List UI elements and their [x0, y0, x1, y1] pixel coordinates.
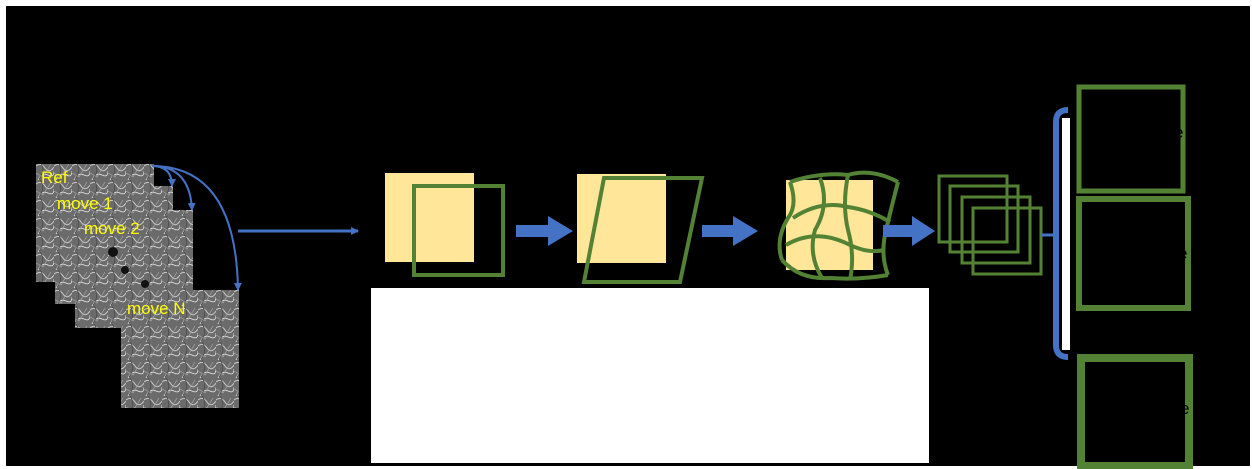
label-move-2: move 2: [84, 219, 140, 238]
output-square-2: [1076, 196, 1191, 311]
block-arrow-3: [883, 216, 935, 246]
image-stack: [36, 164, 239, 408]
registration-arrows: [151, 165, 242, 291]
label-move-1: move 1: [57, 194, 113, 213]
reference-square: [786, 180, 873, 270]
translated-square: [412, 184, 505, 277]
dark-spot: [141, 280, 149, 288]
label-move-n: move N: [127, 299, 186, 318]
right-label-3: e: [1180, 399, 1190, 418]
output-bracket: [1053, 107, 1069, 360]
output-square-3: [1077, 354, 1193, 469]
dark-spot: [108, 247, 118, 257]
frame-move-n: [121, 290, 239, 408]
dark-spot: [121, 266, 129, 274]
block-arrow-2: [702, 216, 758, 246]
arrow-to-move-n: [151, 165, 242, 291]
white-panel: [371, 288, 929, 463]
sheared-square: [581, 176, 705, 284]
bracket-panel: [1062, 118, 1070, 350]
right-label-2: e: [1178, 244, 1188, 263]
stack-square: [971, 206, 1043, 276]
registered-stack: [937, 174, 1043, 276]
affine-step: [577, 174, 705, 284]
label-ref: Ref: [41, 168, 68, 187]
deformed-grid: [777, 170, 900, 281]
elastic-step: [777, 170, 900, 281]
right-label-1: e: [1174, 123, 1184, 142]
stack-square: [960, 195, 1032, 265]
stack-square: [948, 184, 1020, 254]
translation-step: [385, 173, 505, 277]
block-arrow-1: [516, 216, 573, 246]
output-square-1: [1076, 84, 1186, 194]
